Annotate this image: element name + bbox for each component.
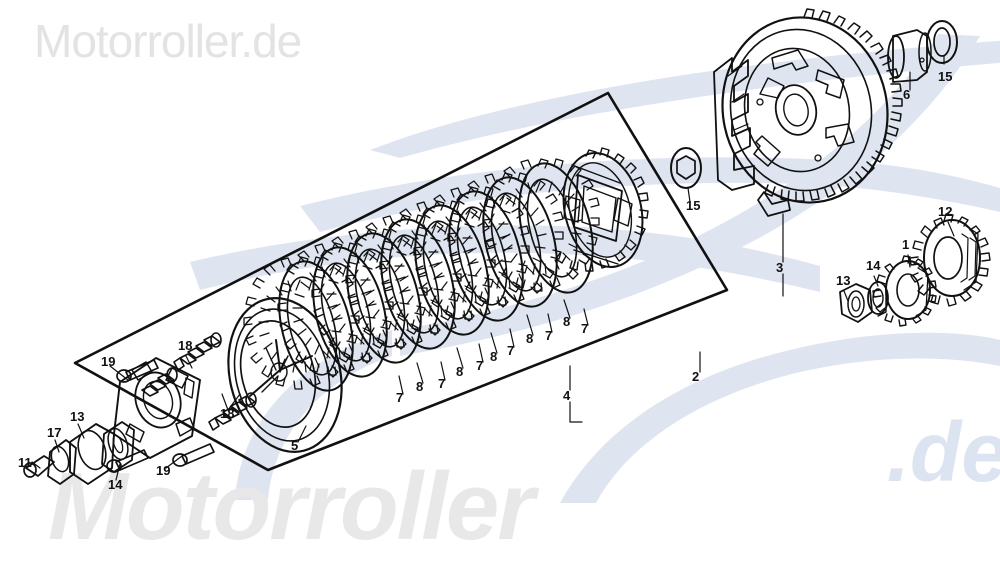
callout-number[interactable]: 7 xyxy=(396,390,404,405)
callout-number[interactable]: 13 xyxy=(70,409,85,424)
shaft-assembly-left xyxy=(23,421,135,485)
bolt xyxy=(172,443,215,467)
bolt xyxy=(116,359,159,383)
callout-number[interactable]: 2 xyxy=(692,369,700,384)
watermark-bottom-right: .de xyxy=(886,405,1000,499)
callout-number[interactable]: 8 xyxy=(526,331,534,346)
clutch-basket xyxy=(713,8,903,217)
clutch-center-hub xyxy=(555,147,649,272)
clutch-spring xyxy=(208,392,257,431)
callout-number[interactable]: 7 xyxy=(581,321,589,336)
callout-number[interactable]: 17 xyxy=(47,425,62,440)
clutch-plate xyxy=(447,172,564,308)
callout-number[interactable]: 1 xyxy=(902,237,910,252)
callout-number[interactable]: 7 xyxy=(545,328,553,343)
callout-number[interactable]: 5 xyxy=(291,438,299,453)
watermark-swoosh-layer xyxy=(190,34,1000,503)
callout-number[interactable]: 12 xyxy=(938,204,953,219)
diagram-canvas: Motorroller.de Motorroller .de xyxy=(18,8,1000,560)
clutch-plate xyxy=(413,186,530,322)
technical-line-drawing xyxy=(23,8,991,485)
callout-number[interactable]: 3 xyxy=(776,260,784,275)
washer-15-top xyxy=(926,20,958,64)
callout-number[interactable]: 7 xyxy=(476,358,484,373)
callout-number[interactable]: 15 xyxy=(686,198,701,213)
callout-number[interactable]: 13 xyxy=(836,273,851,288)
callout-number[interactable]: 18 xyxy=(178,338,193,353)
callout-number[interactable]: 6 xyxy=(903,87,911,102)
callout-number[interactable]: 14 xyxy=(866,258,881,273)
watermark-title: Motorroller.de xyxy=(34,15,302,67)
callout-number[interactable]: 8 xyxy=(490,349,498,364)
callout-number[interactable]: 19 xyxy=(156,463,171,478)
clutch-plate xyxy=(311,228,428,364)
callout-number[interactable]: 7 xyxy=(438,376,446,391)
callout-number[interactable]: 8 xyxy=(456,364,464,379)
clutch-plate xyxy=(379,200,496,336)
assembly-outline-box xyxy=(73,91,729,472)
clutch-plate-stack xyxy=(243,158,600,392)
gear-12-right xyxy=(909,213,991,307)
callout-number[interactable]: 14 xyxy=(108,477,123,492)
callout-number[interactable]: 18 xyxy=(220,406,235,421)
callout-number[interactable]: 8 xyxy=(563,314,571,329)
callout-number[interactable]: 15 xyxy=(938,69,953,84)
callout-number[interactable]: 11 xyxy=(18,455,32,470)
callout-number[interactable]: 7 xyxy=(507,343,515,358)
callout-number[interactable]: 8 xyxy=(416,379,424,394)
callout-number[interactable]: 4 xyxy=(563,388,571,403)
nut-13-right xyxy=(839,283,873,323)
leader-lines xyxy=(31,55,955,481)
collar-bushing-6 xyxy=(887,29,932,83)
pressure-plate-5 xyxy=(227,297,343,453)
callout-number[interactable]: 19 xyxy=(101,354,116,369)
hex-washer-15-center xyxy=(670,147,702,189)
